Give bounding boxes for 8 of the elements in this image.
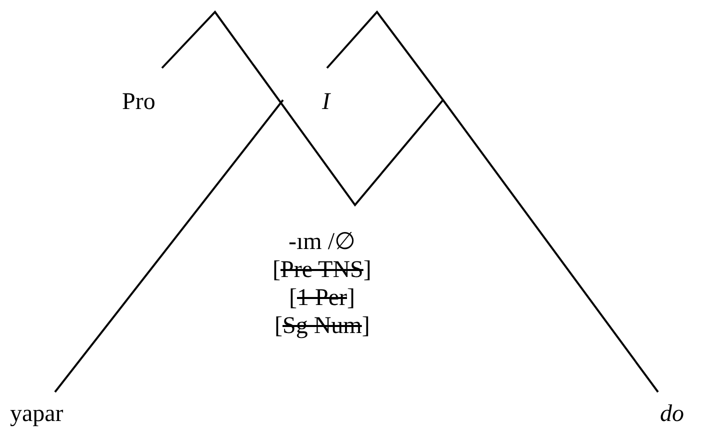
feature-label: [1 Per] xyxy=(289,284,355,312)
word-label: do xyxy=(660,400,684,428)
feature-label: [Sg Num] xyxy=(274,312,370,340)
word-label: yapar xyxy=(10,400,64,428)
node-label: I xyxy=(322,88,330,116)
node-label: Pro xyxy=(122,88,156,116)
feature-label: [Pre TNS] xyxy=(272,256,372,284)
morpheme-label: -ım /∅ xyxy=(288,228,356,256)
